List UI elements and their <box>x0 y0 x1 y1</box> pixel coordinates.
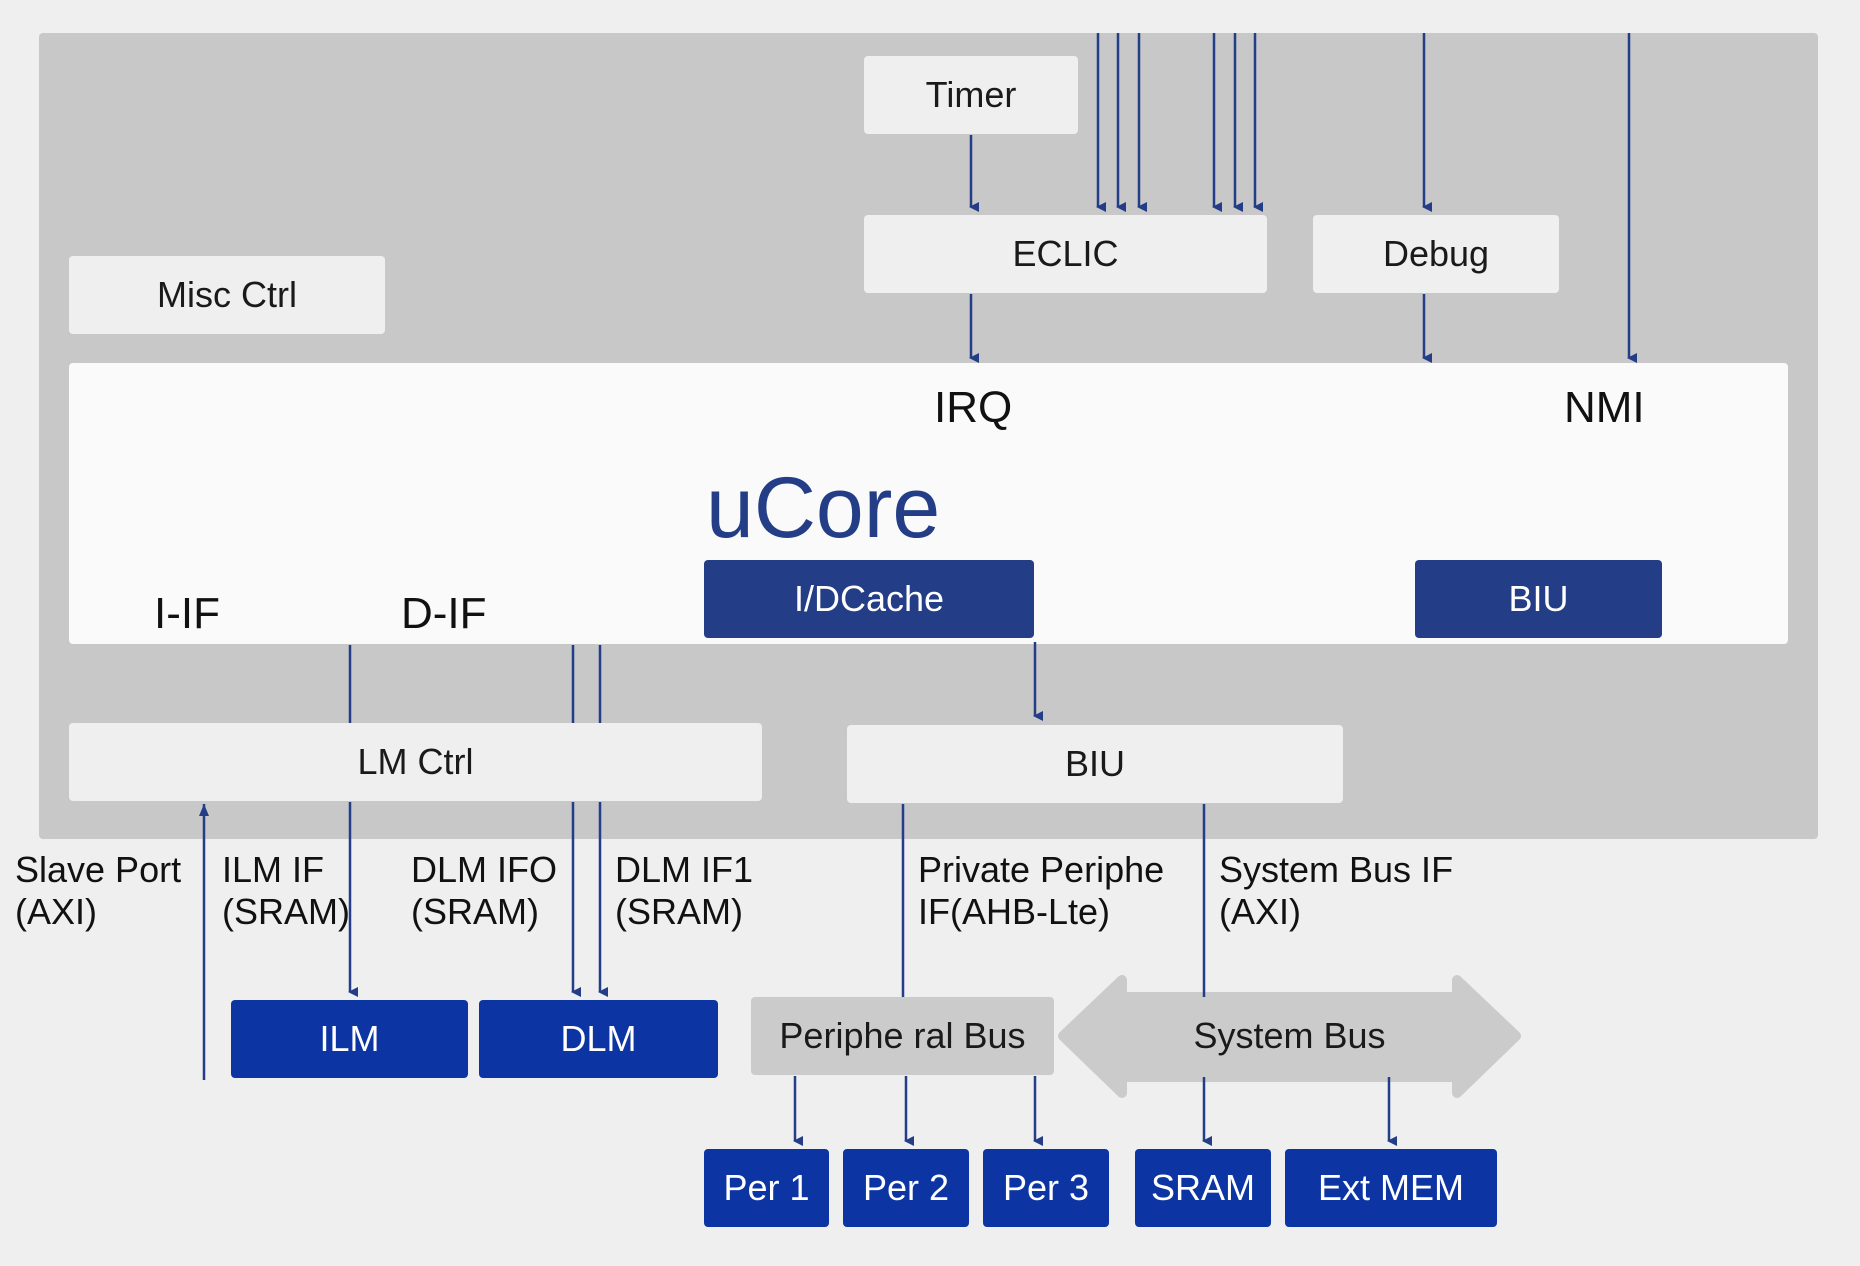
slave-port-label: Slave Port (AXI) <box>15 849 182 932</box>
idcache-block: I/DCache <box>704 560 1034 638</box>
nmi-label: NMI <box>1564 383 1645 432</box>
ext-mem-block: Ext MEM <box>1285 1149 1497 1227</box>
private-periph-if-label: Private Periphe IF(AHB-Lte) <box>918 849 1165 932</box>
peripheral-bus-block: Periphe ral Bus <box>751 997 1054 1075</box>
dlm-if1-label: DLM IF1 (SRAM) <box>615 849 754 932</box>
d-if-label: D-IF <box>401 589 487 638</box>
sram-block: SRAM <box>1135 1149 1271 1227</box>
i-if-label: I-IF <box>154 589 220 638</box>
lm-ctrl-block: LM Ctrl <box>69 723 762 801</box>
ilm-block: ILM <box>231 1000 468 1078</box>
ilm-if-label: ILM IF (SRAM) <box>222 849 350 932</box>
per1-block: Per 1 <box>704 1149 829 1227</box>
ucore-title: uCore <box>706 460 941 556</box>
misc-ctrl-block: Misc Ctrl <box>69 256 385 334</box>
eclic-block: ECLIC <box>864 215 1267 293</box>
system-bus-if-label: System Bus IF (AXI) <box>1219 849 1454 932</box>
per2-block: Per 2 <box>843 1149 969 1227</box>
per3-block: Per 3 <box>983 1149 1109 1227</box>
timer-block: Timer <box>864 56 1078 134</box>
biu-block: BIU <box>847 725 1343 803</box>
irq-label: IRQ <box>934 383 1013 432</box>
dlm-if0-label: DLM IFO (SRAM) <box>411 849 558 932</box>
core-biu-block: BIU <box>1415 560 1662 638</box>
system-bus-label: System Bus <box>1193 1015 1386 1056</box>
dlm-block: DLM <box>479 1000 718 1078</box>
debug-block: Debug <box>1313 215 1559 293</box>
